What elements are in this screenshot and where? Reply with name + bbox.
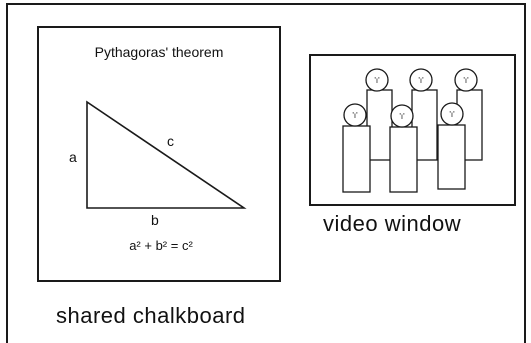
equation: a² + b² = c²	[129, 238, 193, 253]
participant-front-2: 'ı'	[389, 104, 418, 193]
face-icon: 'ı'	[352, 111, 358, 120]
side-a-label: a	[69, 149, 77, 165]
video-window-caption: video window	[323, 211, 462, 236]
chalkboard-title: Pythagoras' theorem	[94, 44, 224, 60]
video-window[interactable]: 'ı' 'ı' 'ı' 'ı' 'ı' 'ı'	[309, 54, 516, 206]
face-icon: 'ı'	[374, 76, 380, 85]
face-icon: 'ı'	[463, 76, 469, 85]
participant-front-3: 'ı'	[437, 102, 466, 190]
triangle-figure: a c b a² + b² = c²	[69, 100, 247, 253]
side-b-label: b	[151, 212, 159, 228]
participant-back-1: 'ı'	[365, 68, 393, 161]
side-c-label: c	[167, 133, 174, 149]
face-icon: 'ı'	[449, 110, 455, 119]
face-icon: 'ı'	[418, 76, 424, 85]
shared-chalkboard[interactable]: Pythagoras' theorem a c b a² + b² = c²	[37, 26, 281, 282]
right-triangle	[86, 100, 247, 209]
chalkboard-caption: shared chalkboard	[56, 303, 246, 328]
face-icon: 'ı'	[399, 112, 405, 121]
participants-figure: 'ı' 'ı' 'ı' 'ı' 'ı' 'ı'	[342, 68, 483, 193]
participant-front-1: 'ı'	[342, 103, 371, 193]
outer-frame	[6, 3, 526, 343]
